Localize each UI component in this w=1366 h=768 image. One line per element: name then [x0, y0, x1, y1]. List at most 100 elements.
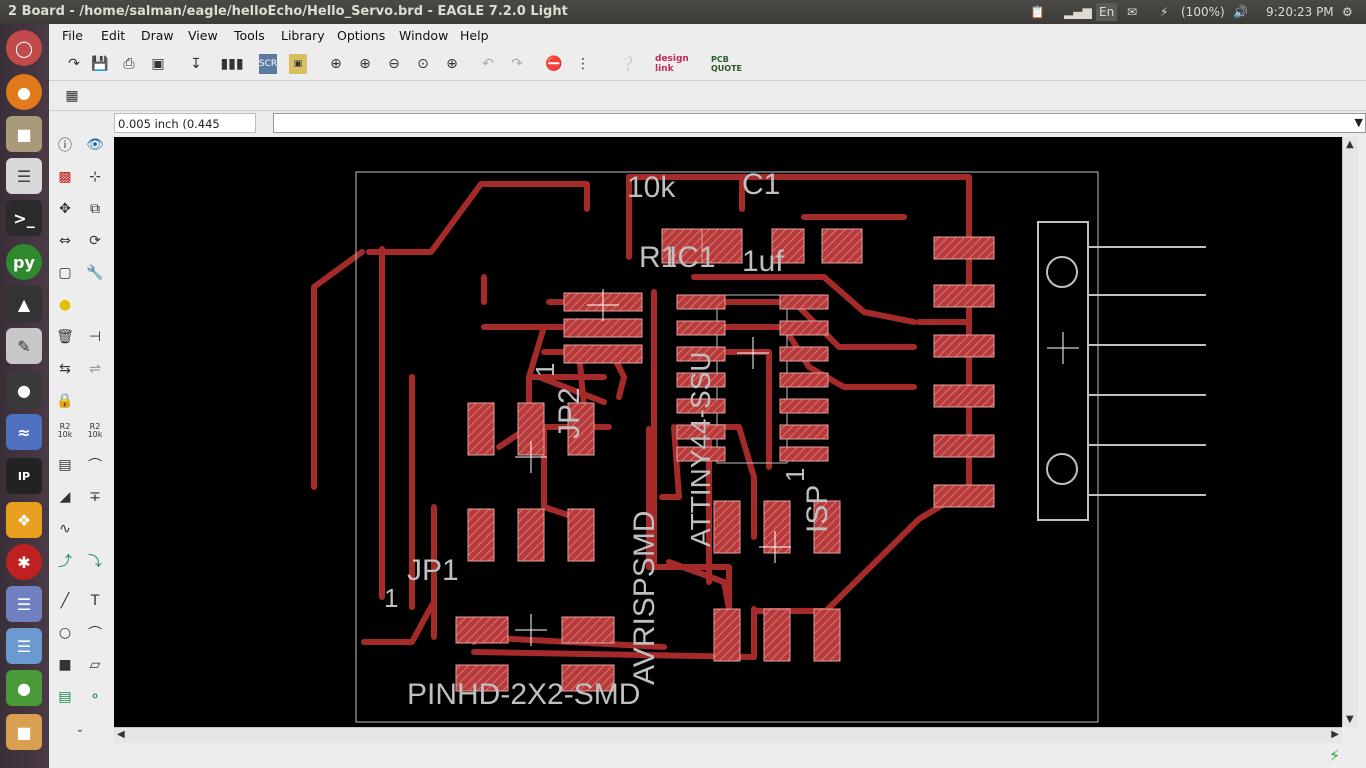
pcb-layout[interactable]: 10k C1 1uf R1 IC1 ATTINY44-SSU JP2 1 JP1… — [114, 137, 1342, 727]
menu-file[interactable]: File — [62, 28, 83, 43]
miter-icon[interactable]: ⌒ — [84, 454, 106, 476]
menu-edit[interactable]: Edit — [101, 28, 125, 43]
smd-pad[interactable] — [568, 509, 594, 561]
go-icon[interactable]: ⋮ — [572, 54, 594, 74]
layers-icon[interactable]: ▩ — [54, 166, 76, 188]
route-icon[interactable]: ⤴ — [54, 550, 76, 572]
inkscape-icon[interactable]: ▲ — [6, 286, 42, 322]
smd-pad[interactable] — [822, 229, 862, 263]
smd-pad[interactable] — [934, 285, 994, 307]
mail-icon[interactable]: ✉ — [1127, 3, 1137, 21]
clipboard-icon[interactable]: 📋 — [1030, 3, 1045, 21]
board-canvas[interactable]: 10k C1 1uf R1 IC1 ATTINY44-SSU JP2 1 JP1… — [114, 137, 1342, 727]
network-tool-icon[interactable]: ✱ — [6, 544, 42, 580]
arc-icon[interactable]: ⌒ — [84, 622, 106, 644]
help-icon[interactable]: ❔ — [617, 54, 639, 74]
command-line-input[interactable]: ▼ — [273, 113, 1366, 133]
cam-icon[interactable]: ▣ — [147, 54, 169, 74]
delete-icon[interactable]: 🗑 — [54, 326, 76, 348]
ulp-icon[interactable]: ↧ — [185, 54, 207, 74]
smd-pad[interactable] — [714, 501, 740, 553]
smd-pad[interactable] — [780, 295, 828, 309]
undo-icon[interactable]: ↶ — [477, 54, 499, 74]
menu-options[interactable]: Options — [337, 28, 385, 43]
show-icon[interactable]: 👁 — [84, 134, 106, 156]
scroll-down-icon[interactable]: ▼ — [1346, 714, 1354, 725]
circle-icon[interactable]: ○ — [54, 622, 76, 644]
mark-icon[interactable]: ⊹ — [84, 166, 106, 188]
package-icon[interactable]: ● — [6, 670, 42, 706]
connector-outline[interactable] — [1038, 222, 1088, 520]
print-icon[interactable]: ⎙ — [118, 54, 140, 74]
smd-pad[interactable] — [468, 403, 494, 455]
wire-icon[interactable]: ╱ — [54, 590, 76, 612]
butterfly-icon[interactable]: ❖ — [6, 502, 42, 538]
split-icon[interactable]: ◢ — [54, 486, 76, 508]
smd-pad[interactable] — [518, 509, 544, 561]
volume-icon[interactable]: 🔊 — [1233, 3, 1248, 21]
zoom-fit-icon[interactable]: ⊕ — [325, 54, 347, 74]
smd-pad[interactable] — [764, 609, 790, 661]
smd-pad[interactable] — [468, 509, 494, 561]
zoom-in-icon[interactable]: ⊕ — [354, 54, 376, 74]
image-viewer-icon[interactable]: ✎ — [6, 328, 42, 364]
redraw-icon[interactable]: ⊙ — [412, 54, 434, 74]
redo-icon[interactable]: ↷ — [506, 54, 528, 74]
smd-pad[interactable] — [934, 237, 994, 259]
smd-pad[interactable] — [814, 609, 840, 661]
copy-icon[interactable]: ⧉ — [84, 198, 106, 220]
stop-icon[interactable]: ⛔ — [543, 54, 565, 74]
text-editor-icon[interactable]: ☰ — [6, 158, 42, 194]
stack-icon[interactable]: ☰ — [6, 586, 42, 622]
open-icon[interactable]: ↷ — [63, 54, 85, 74]
battery-icon[interactable]: ⚡ — [1160, 3, 1168, 21]
replace-icon[interactable]: ⇆ — [54, 358, 76, 380]
smd-pad[interactable] — [934, 335, 994, 357]
trace[interactable] — [662, 427, 679, 497]
chevron-down-icon[interactable]: ▼ — [1355, 116, 1363, 129]
smd-pad[interactable] — [562, 617, 614, 643]
folder-icon[interactable]: ■ — [6, 714, 42, 750]
value-tool-icon[interactable]: R210k — [84, 420, 106, 442]
firefox-icon[interactable]: ● — [6, 74, 42, 110]
smd-pad[interactable] — [764, 501, 790, 553]
script-button[interactable]: SCR — [259, 54, 277, 74]
group-icon[interactable]: ▢ — [54, 262, 76, 284]
smd-pad[interactable] — [934, 385, 994, 407]
smd-pad[interactable] — [780, 425, 828, 439]
meander-icon[interactable]: ∿ — [54, 518, 76, 540]
menu-draw[interactable]: Draw — [141, 28, 174, 43]
menu-window[interactable]: Window — [399, 28, 448, 43]
smd-pad[interactable] — [780, 447, 828, 461]
ic-outline[interactable] — [717, 295, 787, 463]
signal-icon[interactable]: ⚬ — [84, 686, 106, 708]
lock-icon[interactable]: 🔒 — [54, 390, 76, 412]
smd-pad[interactable] — [677, 321, 725, 335]
menu-help[interactable]: Help — [460, 28, 489, 43]
python-icon[interactable]: py — [6, 244, 42, 280]
trace[interactable] — [314, 252, 362, 487]
grid-icon[interactable]: ▦ — [61, 86, 83, 106]
gear-icon[interactable]: ⚙ — [1342, 3, 1353, 21]
pcb-quote-button[interactable]: PCB QUOTE — [711, 54, 749, 74]
trace[interactable] — [369, 184, 587, 252]
app-stack-icon[interactable]: ☰ — [6, 628, 42, 664]
penguin-icon[interactable]: ● — [6, 372, 42, 408]
ipython-icon[interactable]: IP — [6, 458, 42, 494]
menu-view[interactable]: View — [188, 28, 218, 43]
optimize-icon[interactable]: ● — [54, 294, 76, 316]
mounting-hole[interactable] — [1047, 454, 1077, 484]
smd-pad[interactable] — [677, 295, 725, 309]
smd-pad[interactable] — [934, 435, 994, 457]
ubuntu-dash-icon[interactable]: ◯ — [6, 30, 42, 66]
rect-icon[interactable]: ■ — [54, 654, 76, 676]
scroll-right-icon[interactable]: ▶ — [1331, 729, 1339, 740]
keyboard-indicator[interactable]: En — [1096, 3, 1117, 21]
ulp-run-icon[interactable]: ▣ — [289, 54, 307, 74]
mounting-hole[interactable] — [1047, 257, 1077, 287]
smd-pad[interactable] — [780, 373, 828, 387]
vertical-scrollbar[interactable]: ▲ ▼ — [1342, 137, 1358, 727]
ripup-icon[interactable]: ⤵ — [84, 550, 106, 572]
smd-pad[interactable] — [564, 345, 642, 363]
smash-icon[interactable]: ▤ — [54, 454, 76, 476]
